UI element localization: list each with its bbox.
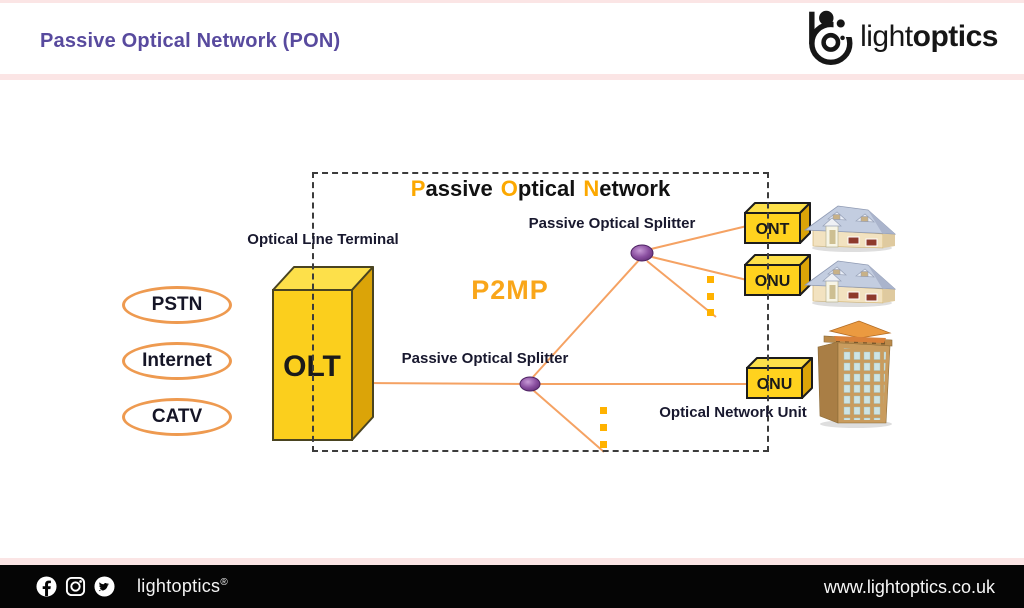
- instagram-icon[interactable]: [65, 576, 86, 597]
- pon-title-word-network: Network: [583, 176, 671, 201]
- logo-text-light: light: [860, 20, 913, 53]
- page-title: Passive Optical Network (PON): [40, 30, 341, 52]
- registered-mark: ®: [220, 577, 229, 588]
- footer-brand: lightoptics®: [137, 576, 229, 596]
- splitter-node-top: [630, 244, 654, 262]
- olt-terminal-label: Optical Line Terminal: [247, 231, 399, 248]
- logo-text: lightoptics: [860, 20, 998, 54]
- header-divider: [0, 74, 1024, 80]
- building-icon: [817, 320, 893, 428]
- footer-url[interactable]: www.lightoptics.co.uk: [823, 577, 995, 597]
- logo-text-bold: optics: [912, 20, 999, 53]
- olt-box-label: OLT: [283, 350, 341, 383]
- brand-logo: lightoptics: [801, 6, 999, 68]
- onu-box-bottom: ONU: [746, 357, 813, 399]
- footer: lightoptics®: [0, 565, 1024, 608]
- pon-title-word-optical: Optical: [500, 176, 576, 201]
- onu-box-bottom-label: ONU: [757, 376, 793, 393]
- fiber-splitter-mid-branch: [532, 389, 605, 453]
- top-accent-strip: [0, 0, 1024, 3]
- twitter-icon[interactable]: [94, 576, 115, 597]
- ont-box-label: ONT: [756, 221, 790, 238]
- facebook-icon[interactable]: [36, 576, 57, 597]
- fiber-splitter-top-branch: [646, 260, 717, 318]
- splitter-mid-label: Passive Optical Splitter: [401, 350, 569, 367]
- source-ellipse-catv: CATV: [122, 398, 232, 436]
- source-ellipse-pstn: PSTN: [122, 286, 232, 324]
- house-icon: [804, 205, 896, 252]
- onu-box-top-label: ONU: [755, 273, 791, 290]
- p2mp-label: P2MP: [471, 275, 549, 305]
- olt-box: OLT: [272, 266, 374, 441]
- splitter-node-mid: [519, 376, 541, 392]
- pon-title: Passive Optical Network: [312, 176, 769, 202]
- source-ellipse-internet: Internet: [122, 342, 232, 380]
- pon-title-word-passive: Passive: [410, 176, 493, 201]
- ellipsis-dots-top: [707, 276, 714, 316]
- house-icon: [804, 260, 896, 307]
- onu-unit-label: Optical Network Unit: [659, 404, 807, 421]
- footer-accent-strip: [0, 558, 1024, 565]
- onu-box-top: ONU: [744, 254, 811, 296]
- splitter-top-label: Passive Optical Splitter: [528, 215, 696, 232]
- ont-box: ONT: [744, 202, 811, 244]
- ellipsis-dots-bottom: [600, 407, 607, 448]
- fiber-olt-to-splitter: [366, 382, 531, 385]
- fiber-splitter-to-onu-top: [651, 256, 748, 281]
- logo-mark-icon: [809, 10, 856, 65]
